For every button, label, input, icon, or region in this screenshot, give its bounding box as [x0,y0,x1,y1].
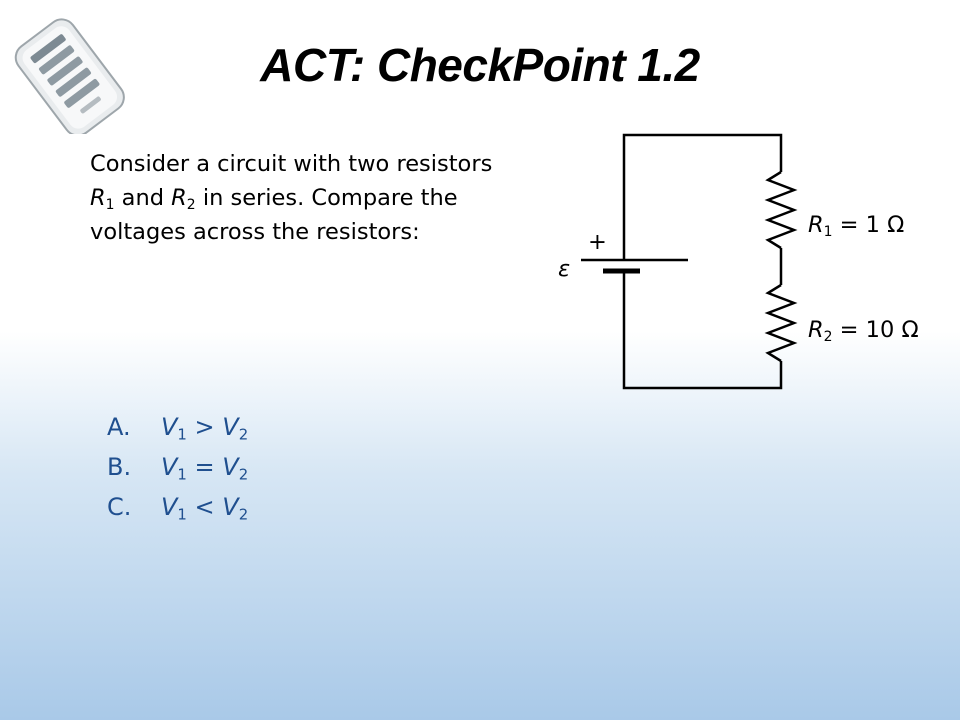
r2-symbol: R [171,185,187,211]
choice-left-sub: 1 [177,505,187,524]
question-line-1: Consider a circuit with two resistors [90,151,493,177]
circuit-wire-top [622,133,783,260]
answer-choices: A. V1 > V2 B. V1 = V2 C. V1 < V2 [107,410,248,530]
choice-left-var: V [161,413,178,441]
choice-left-var: V [161,453,178,481]
question-text: Consider a circuit with two resistors R1… [90,147,560,249]
r1-subscript: 1 [105,197,115,214]
choice-b[interactable]: B. V1 = V2 [107,450,248,484]
r2-label-value: = 10 Ω [832,317,919,343]
r2-label: R2 = 10 Ω [808,317,919,346]
choice-right-var: V [222,453,239,481]
choice-left-var: V [161,493,178,521]
r2-label-name: R [808,317,824,343]
question-line-2-rest: in series. Compare the [195,185,458,211]
choice-operator: = [186,453,223,481]
choice-a[interactable]: A. V1 > V2 [107,410,248,444]
r1-label-subscript: 1 [823,224,833,241]
circuit-wire-bottom [622,270,783,390]
r1-label: R1 = 1 Ω [808,212,905,241]
r2-label-subscript: 2 [823,329,833,346]
choice-right-var: V [222,413,239,441]
choice-expression: V1 = V2 [161,450,248,484]
choice-letter: A. [107,413,131,441]
emf-symbol: ε [558,256,571,282]
resistor-r2 [764,283,798,363]
choice-right-sub: 2 [238,465,249,484]
r2-subscript: 2 [186,197,196,214]
choice-right-sub: 2 [238,425,249,444]
choice-letter: C. [107,493,132,521]
choice-left-sub: 1 [177,465,187,484]
iclicker-remote-icon [14,18,125,134]
slide-title: ACT: CheckPoint 1.2 [260,39,700,91]
choice-left-sub: 1 [177,425,187,444]
resistor-r1 [764,170,798,250]
choice-operator: < [186,493,223,521]
choice-c[interactable]: C. V1 < V2 [107,490,248,524]
choice-operator: > [186,413,223,441]
choice-expression: V1 > V2 [161,410,248,444]
choice-right-var: V [222,493,239,521]
r1-label-value: = 1 Ω [832,212,905,238]
choice-expression: V1 < V2 [161,490,248,524]
r1-symbol: R [90,185,106,211]
choice-right-sub: 2 [238,505,249,524]
r1-label-name: R [808,212,824,238]
choice-letter: B. [107,453,132,481]
battery-plus-sign: + [588,229,607,255]
circuit-diagram [581,133,798,390]
question-line-3: voltages across the resistors: [90,219,420,245]
question-and: and [114,185,172,211]
